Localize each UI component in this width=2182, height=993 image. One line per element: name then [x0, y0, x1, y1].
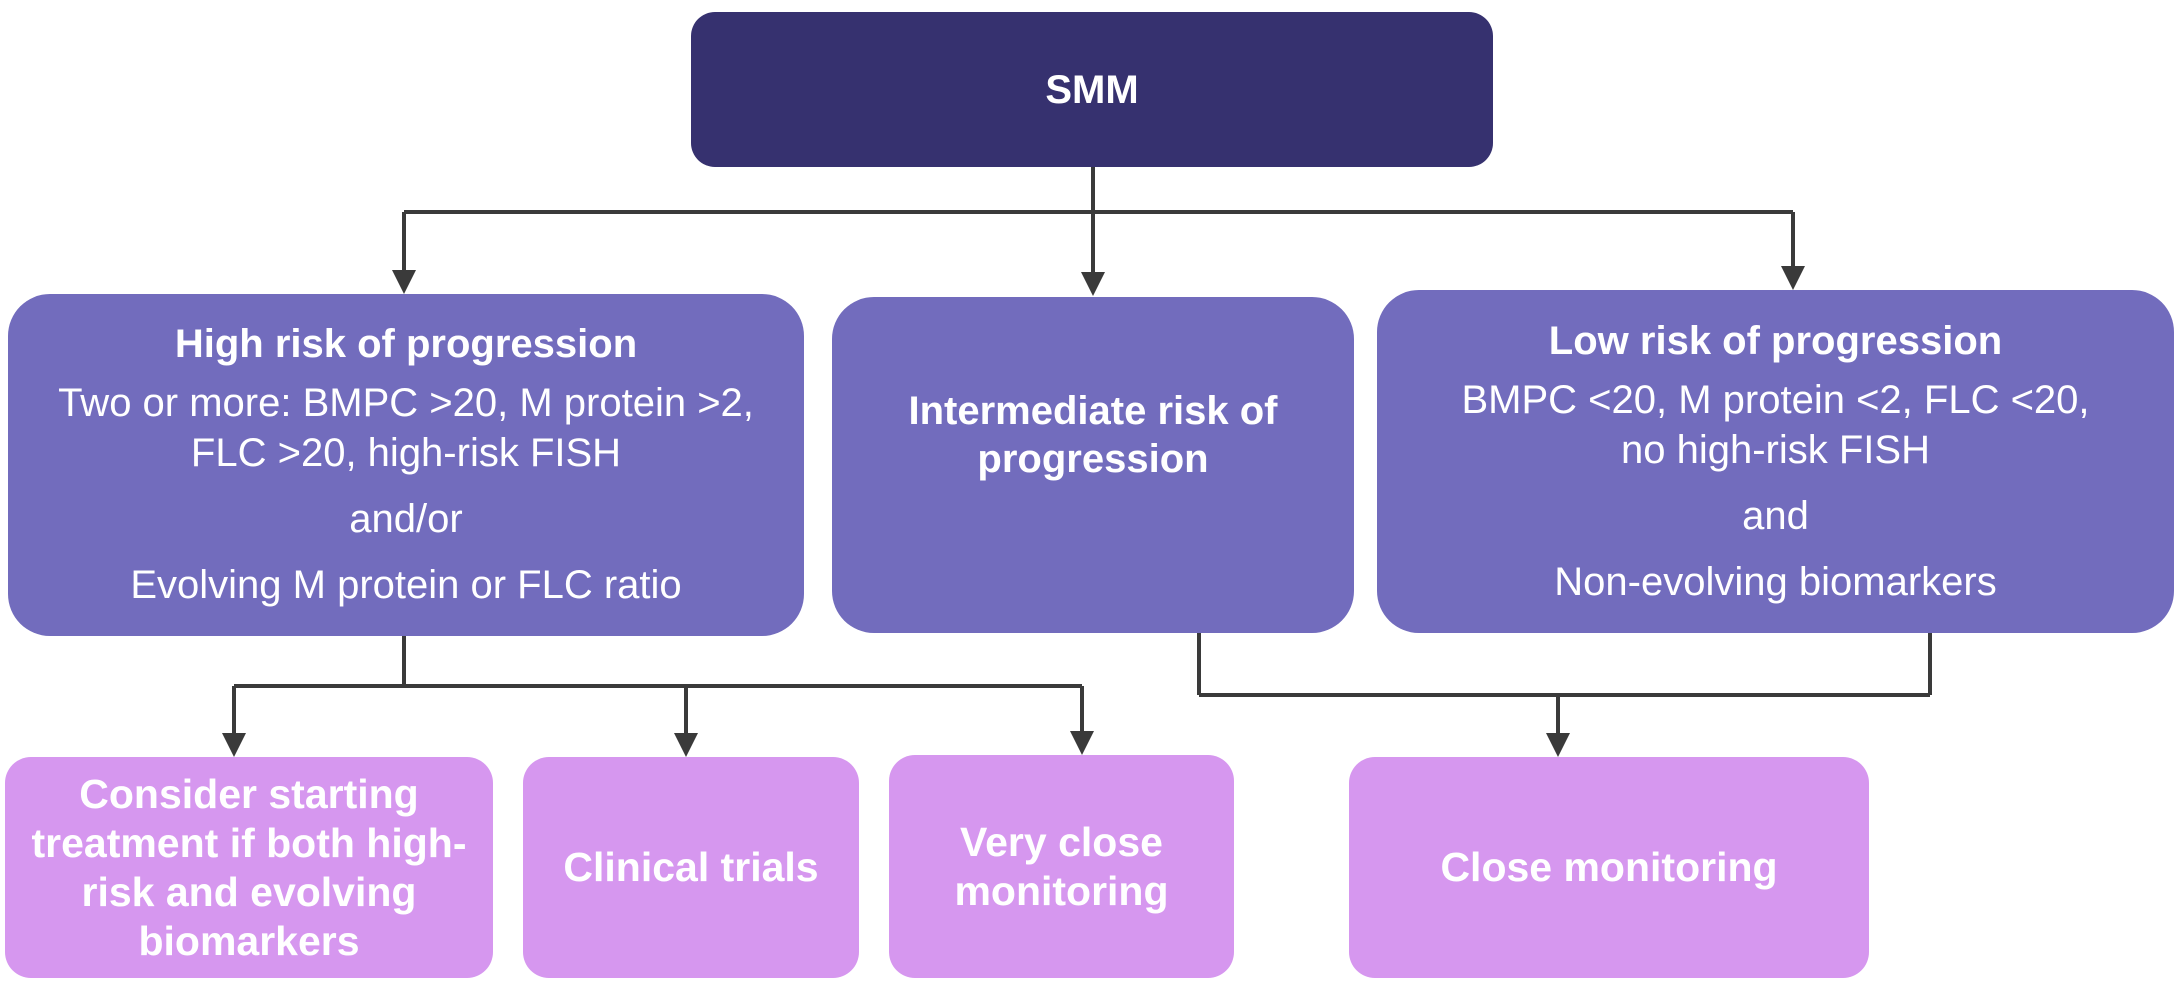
treatment-label: Consider starting treatment if both high… — [31, 770, 467, 964]
arrowhead-high-risk — [392, 270, 416, 294]
high-risk-box: High risk of progression Two or more: BM… — [8, 294, 804, 636]
intermediate-risk-title: Intermediate risk of progression — [908, 389, 1278, 481]
very-close-monitoring-box: Very close monitoring — [889, 755, 1234, 978]
high-risk-title: High risk of progression — [174, 322, 638, 366]
low-risk-extra: Non-evolving biomarkers — [1554, 559, 1997, 604]
arrowhead-very-close — [1070, 731, 1094, 755]
high-risk-joiner: and/or — [349, 497, 463, 541]
high-risk-extra: Evolving M protein or FLC ratio — [130, 563, 682, 607]
close-monitoring-label: Close monitoring — [1440, 844, 1778, 890]
high-risk-criteria: Two or more: BMPC >20, M protein >2, FLC… — [58, 381, 754, 475]
close-monitoring-box: Close monitoring — [1349, 757, 1869, 978]
low-risk-title: Low risk of progression — [1548, 318, 2003, 363]
smm-root-box: SMM — [691, 12, 1493, 167]
clinical-trials-label: Clinical trials — [563, 844, 819, 890]
low-risk-criteria: BMPC <20, M protein <2, FLC <20, no high… — [1461, 377, 2090, 472]
arrowhead-close — [1546, 733, 1570, 757]
low-risk-box: Low risk of progression BMPC <20, M prot… — [1377, 290, 2174, 633]
arrowhead-trials — [674, 733, 698, 757]
low-risk-joiner: and — [1742, 493, 1809, 538]
arrowhead-low-risk — [1781, 266, 1805, 290]
arrowhead-intermediate-risk — [1081, 272, 1105, 296]
clinical-trials-box: Clinical trials — [523, 757, 859, 978]
smm-label: SMM — [1045, 67, 1139, 112]
treatment-box: Consider starting treatment if both high… — [5, 757, 493, 978]
very-close-monitoring-label: Very close monitoring — [954, 818, 1169, 914]
intermediate-risk-box: Intermediate risk of progression — [832, 297, 1354, 633]
arrowhead-treatment — [222, 733, 246, 757]
